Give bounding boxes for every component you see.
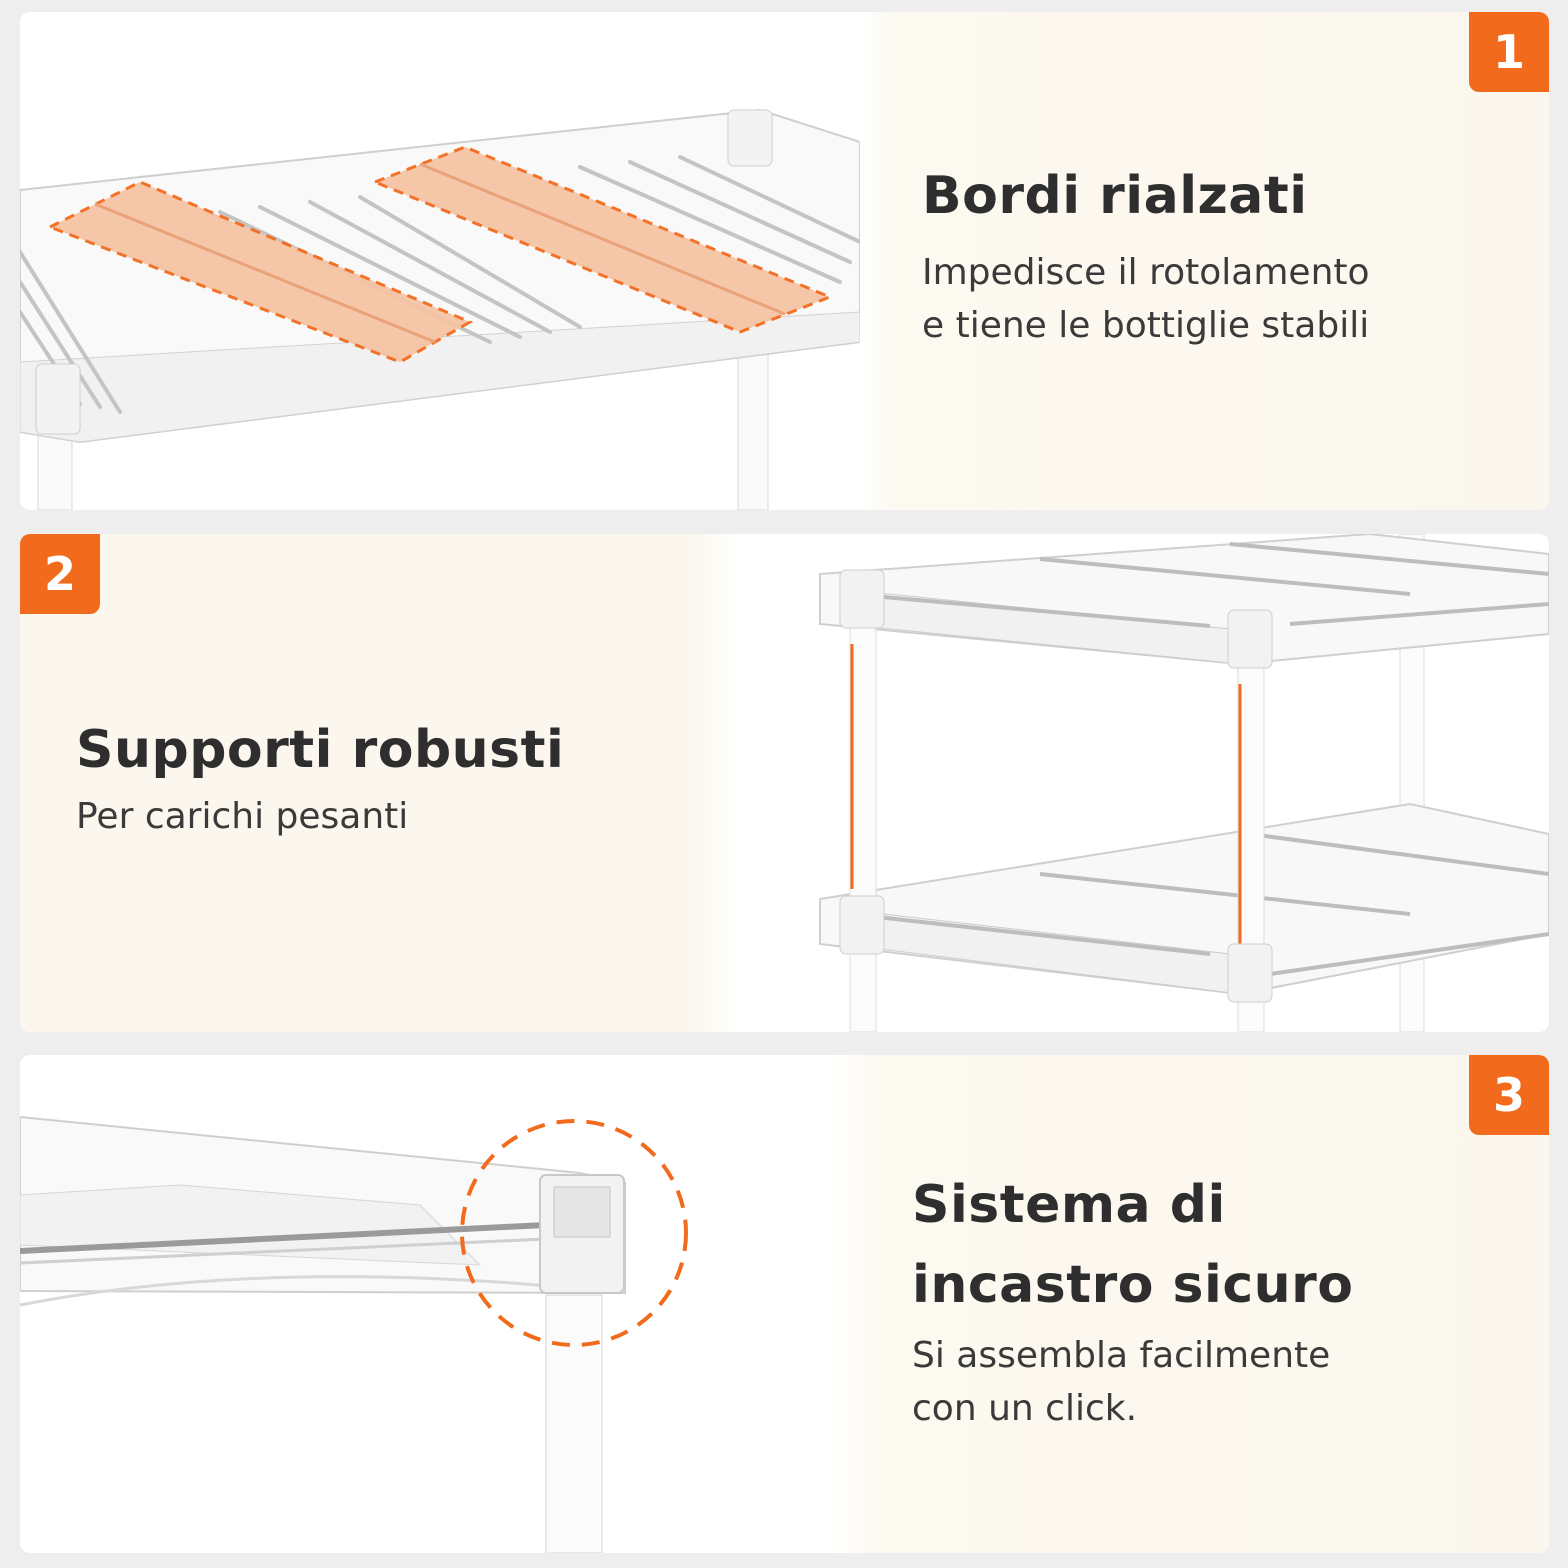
feature-description: Impedisce il rotolamento e tiene le bott… — [922, 246, 1370, 352]
feature-title: Bordi rialzati — [922, 156, 1370, 236]
sturdy-support-rack-illustration — [819, 534, 1549, 1032]
feature-number-badge: 2 — [20, 534, 100, 614]
feature-panel-sturdy-supports: 2 Supporti robusti Per carichi pesanti — [20, 534, 1549, 1032]
raised-edge-shelf-illustration — [20, 108, 860, 510]
feature-description: Si assembla facilmente con un click. — [912, 1329, 1354, 1435]
snap-lock-joint-illustration — [20, 1115, 688, 1553]
feature-title: Sistema di incastro sicuro — [912, 1165, 1354, 1325]
feature-title-line: Supporti robusti — [76, 720, 565, 780]
feature-number-badge: 3 — [1469, 1055, 1549, 1135]
feature-text: Sistema di incastro sicuro Si assembla f… — [912, 1165, 1354, 1435]
feature-panel-raised-edges: 1 Bordi rialzati Impedisce il rotolament… — [20, 12, 1549, 510]
feature-description-line: Per carichi pesanti — [76, 796, 409, 837]
feature-description: Per carichi pesanti — [76, 790, 564, 843]
feature-title: Supporti robusti — [76, 710, 564, 790]
feature-title-line: Sistema di — [912, 1175, 1226, 1235]
feature-description-line: Si assembla facilmente — [912, 1335, 1331, 1376]
feature-text: Supporti robusti Per carichi pesanti — [76, 710, 564, 843]
feature-description-line: e tiene le bottiglie stabili — [922, 305, 1370, 346]
feature-description-line: con un click. — [912, 1388, 1138, 1429]
feature-number-badge: 1 — [1469, 12, 1549, 92]
feature-title-line: Bordi rialzati — [922, 166, 1308, 226]
feature-description-line: Impedisce il rotolamento — [922, 252, 1370, 293]
feature-panel-snap-lock: 3 Sistema di incastro sicuro Si assembla… — [20, 1055, 1549, 1553]
feature-title-line: incastro sicuro — [912, 1255, 1354, 1315]
feature-text: Bordi rialzati Impedisce il rotolamento … — [922, 156, 1370, 352]
